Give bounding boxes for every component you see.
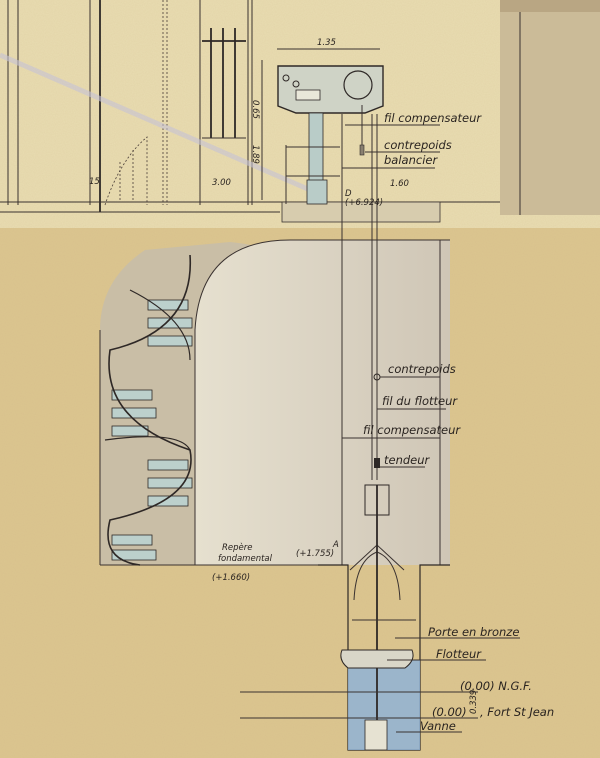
label-point-a-level: (+1.755) bbox=[296, 549, 334, 559]
label-fil-compensateur-top: fil compensateur bbox=[384, 111, 482, 125]
dimension-width-top: 1.35 bbox=[317, 38, 336, 48]
dimension-offset: 1.60 bbox=[390, 179, 409, 189]
label-porte-en-bronze: Porte en bronze bbox=[428, 625, 519, 639]
dimension-height-lower: 1.89 bbox=[250, 145, 260, 164]
building-elevation bbox=[0, 0, 600, 223]
label-fondamental: fondamental bbox=[218, 554, 273, 564]
leader-lines bbox=[342, 124, 520, 733]
label-fil-du-flotteur: fil du flotteur bbox=[382, 394, 458, 408]
float-shaft bbox=[240, 114, 478, 751]
dimension-height-upper: 0.65 bbox=[250, 100, 260, 119]
label-balancier: balancier bbox=[384, 153, 438, 167]
label-ngf: (0.00) N.G.F. bbox=[460, 679, 532, 693]
dimension-wall: 15 bbox=[89, 177, 100, 187]
dimension-lines: 1.35 0.65 1.89 15 3.00 1.60 bbox=[89, 38, 409, 200]
valve bbox=[364, 719, 388, 751]
tide-recorder bbox=[277, 65, 384, 205]
label-fort-st-jean: , Fort St Jean bbox=[480, 705, 554, 719]
label-point-a: A bbox=[332, 540, 339, 550]
label-repere: Repère bbox=[222, 542, 253, 553]
window-grille bbox=[202, 28, 246, 139]
label-flotteur: Flotteur bbox=[436, 647, 482, 661]
label-shaft-dimension: 0.339 bbox=[469, 690, 479, 714]
label-contrepoids-balancier: contrepoids bbox=[384, 138, 452, 152]
label-fil-compensateur: fil compensateur bbox=[363, 423, 461, 437]
label-point-d: D bbox=[345, 189, 352, 199]
float bbox=[340, 649, 414, 669]
label-fort-level: (0.00) bbox=[432, 705, 467, 719]
label-tendeur: tendeur bbox=[384, 453, 431, 467]
label-point-d-level: (+6.924) bbox=[345, 198, 383, 208]
underground-chamber bbox=[99, 239, 450, 566]
label-vanne: Vanne bbox=[420, 719, 456, 733]
spiral-staircase bbox=[104, 254, 193, 566]
label-repere-level: (+1.660) bbox=[212, 573, 250, 583]
label-contrepoids: contrepoids bbox=[388, 362, 456, 376]
dimension-room-height: 3.00 bbox=[212, 178, 231, 188]
